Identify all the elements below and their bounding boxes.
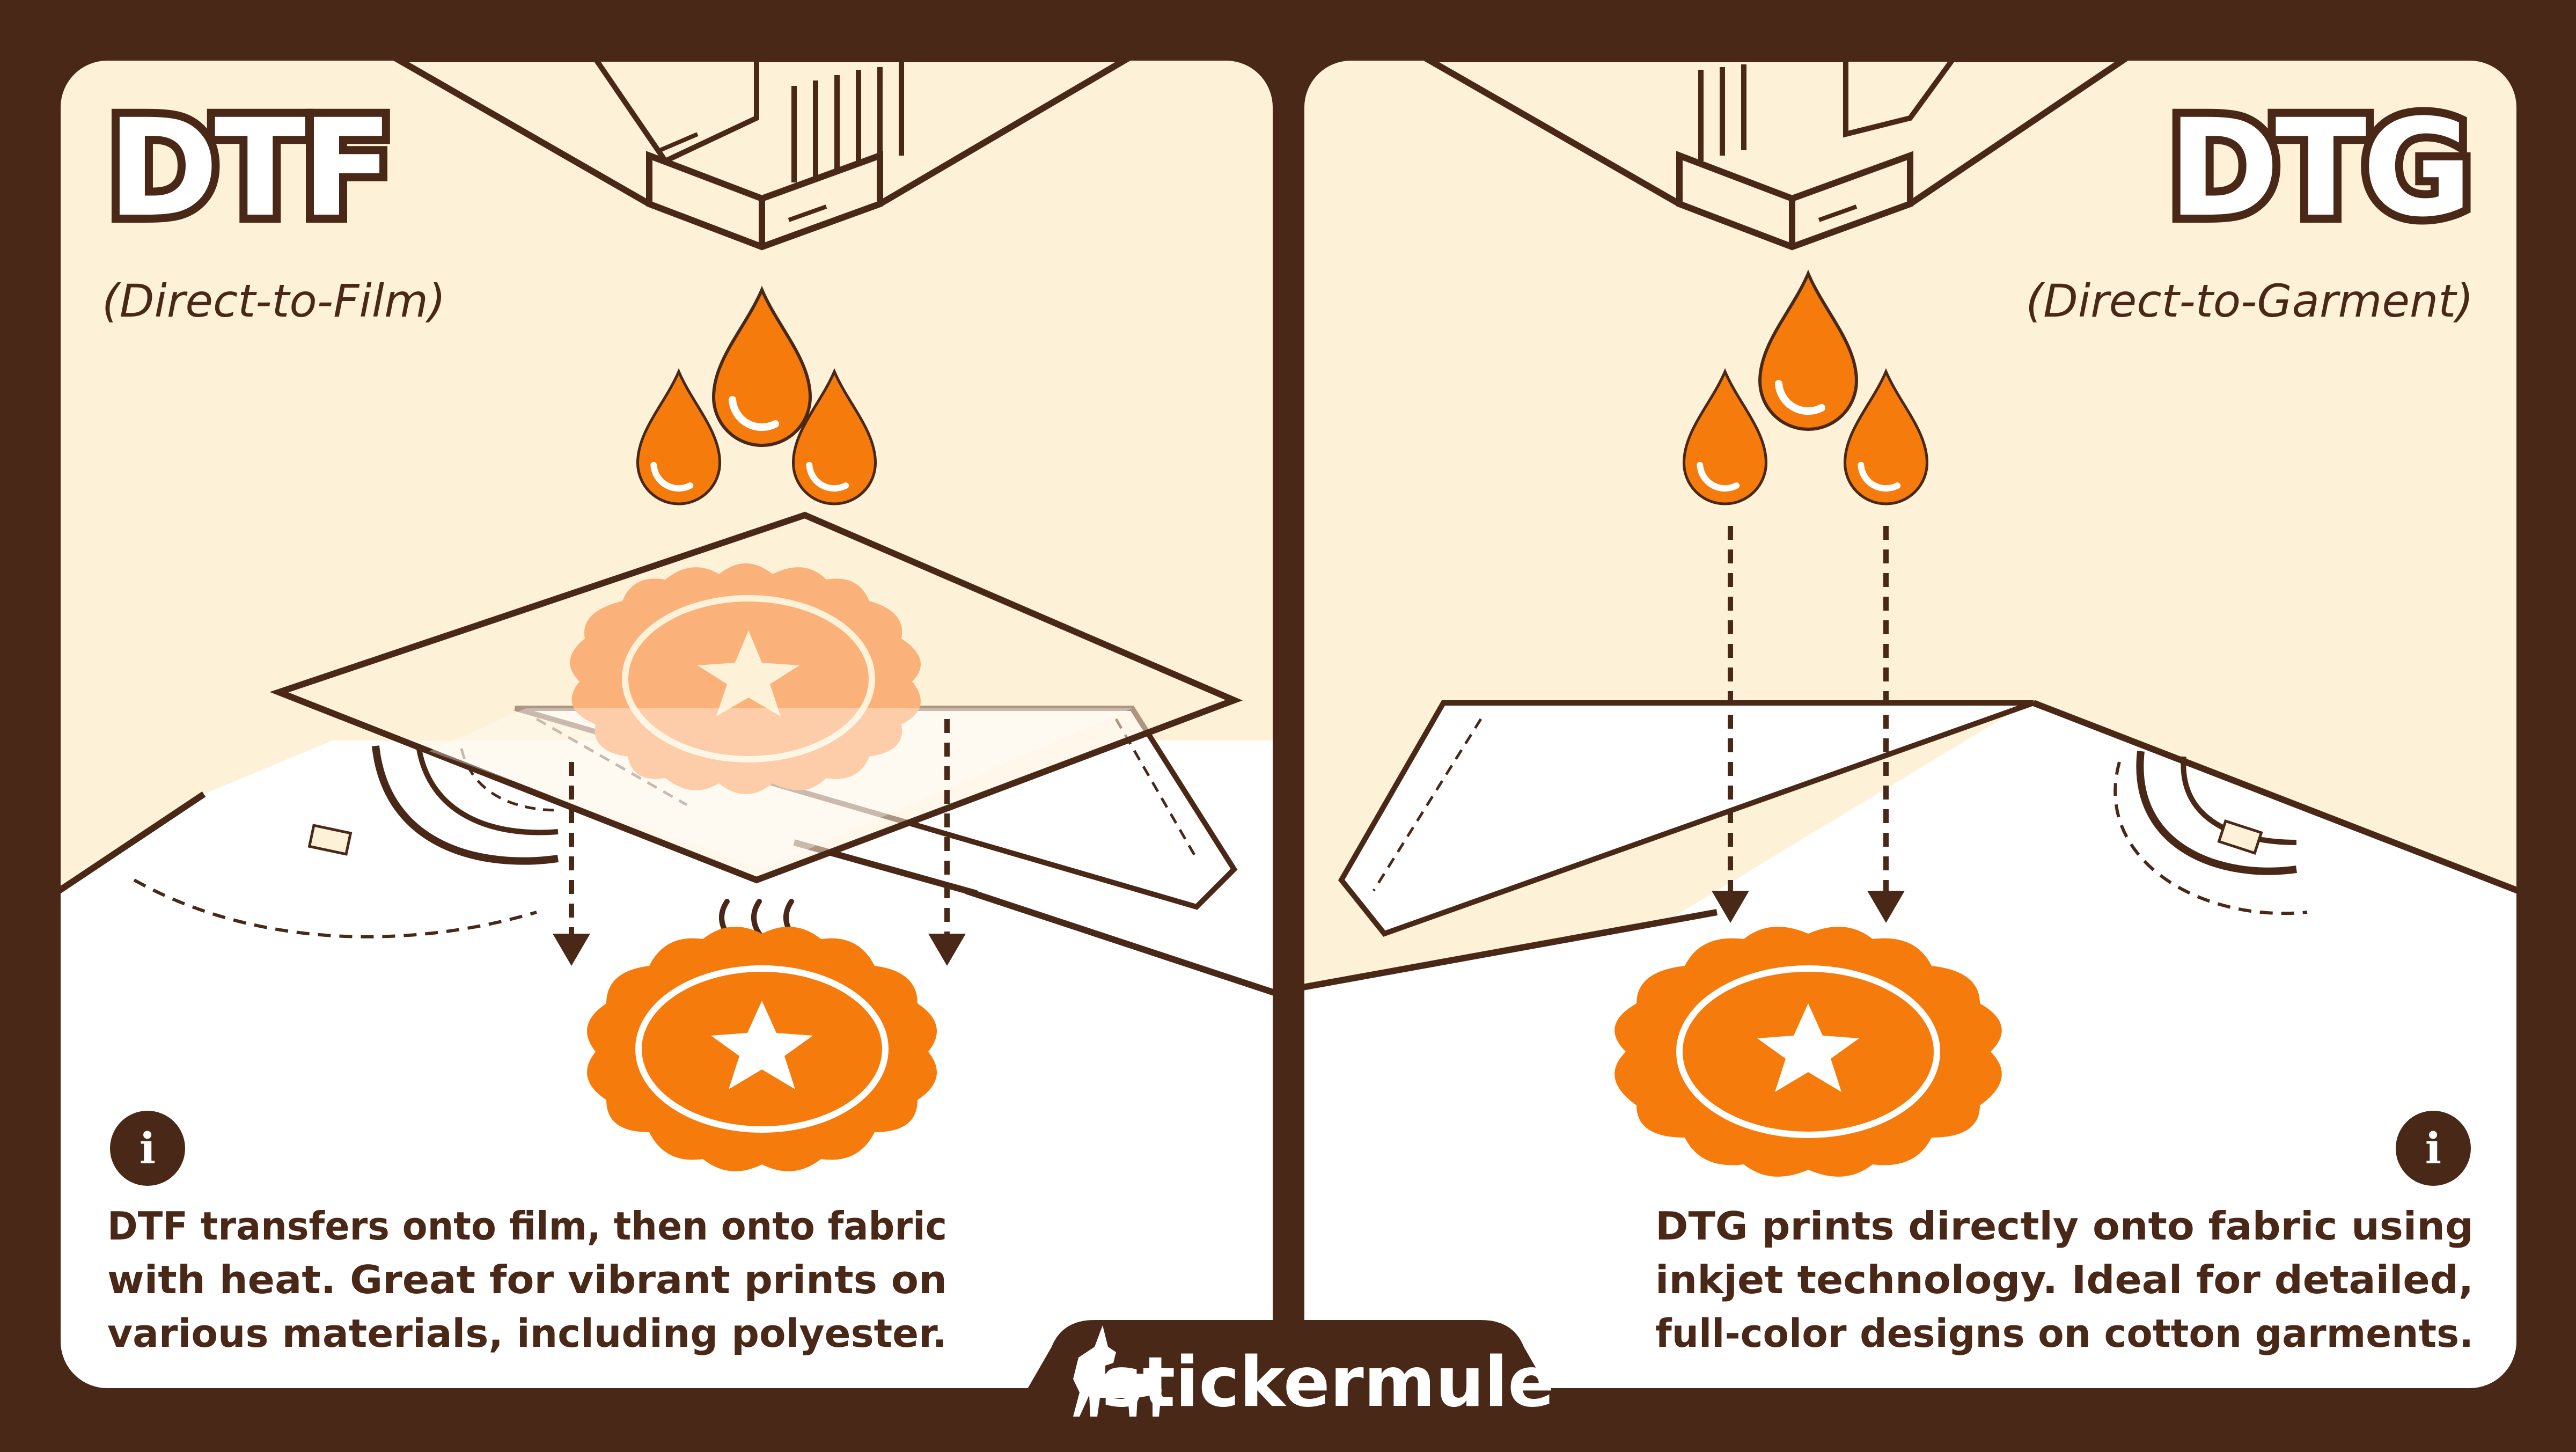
dtg-printed-graphic — [1614, 927, 2002, 1177]
transfer-arrows — [569, 719, 950, 934]
dtf-printed-graphic — [587, 927, 937, 1171]
dtf-description: DTF transfers onto film, then onto fabri… — [107, 1204, 947, 1356]
dtg-title: DTG — [2168, 90, 2468, 246]
dtf-title: DTF — [107, 90, 389, 246]
dtf-description-line: various materials, including polyester. — [107, 1311, 947, 1356]
dtf-subtitle: (Direct-to-Film) — [102, 275, 446, 327]
shirt-tag — [2217, 819, 2263, 855]
shirt-tag — [307, 824, 353, 856]
svg-text:i: i — [140, 1123, 156, 1174]
transfer-film — [269, 511, 1243, 884]
dtg-description-line: DTG prints directly onto fabric using — [1655, 1204, 2474, 1249]
dtf-description-line: with heat. Great for vibrant prints on — [107, 1257, 947, 1302]
info-icon: i — [110, 1111, 185, 1186]
info-icon: i — [2396, 1111, 2471, 1186]
dtf-description-line: DTF transfers onto film, then onto fabri… — [107, 1204, 947, 1249]
collar — [372, 745, 559, 865]
dtg-subtitle: (Direct-to-Garment) — [2025, 275, 2474, 327]
dtg-panel — [1303, 59, 2518, 1390]
print-arrows — [1728, 526, 1889, 891]
dtg-description-line: inkjet technology. Ideal for detailed, — [1655, 1257, 2474, 1302]
svg-text:i: i — [2425, 1123, 2441, 1174]
brand-footer: stickermule — [993, 1320, 1583, 1449]
dtf-panel — [59, 59, 1274, 1390]
collar — [2136, 751, 2297, 875]
dtg-description: DTG prints directly onto fabric using in… — [1655, 1204, 2474, 1356]
printer-head — [385, 59, 1139, 251]
mule-icon — [1073, 1325, 1162, 1417]
brand-name: stickermule — [1102, 1343, 1554, 1422]
printer-head — [1415, 59, 2135, 251]
dtg-description-line: full-color designs on cotton garments. — [1655, 1311, 2474, 1356]
